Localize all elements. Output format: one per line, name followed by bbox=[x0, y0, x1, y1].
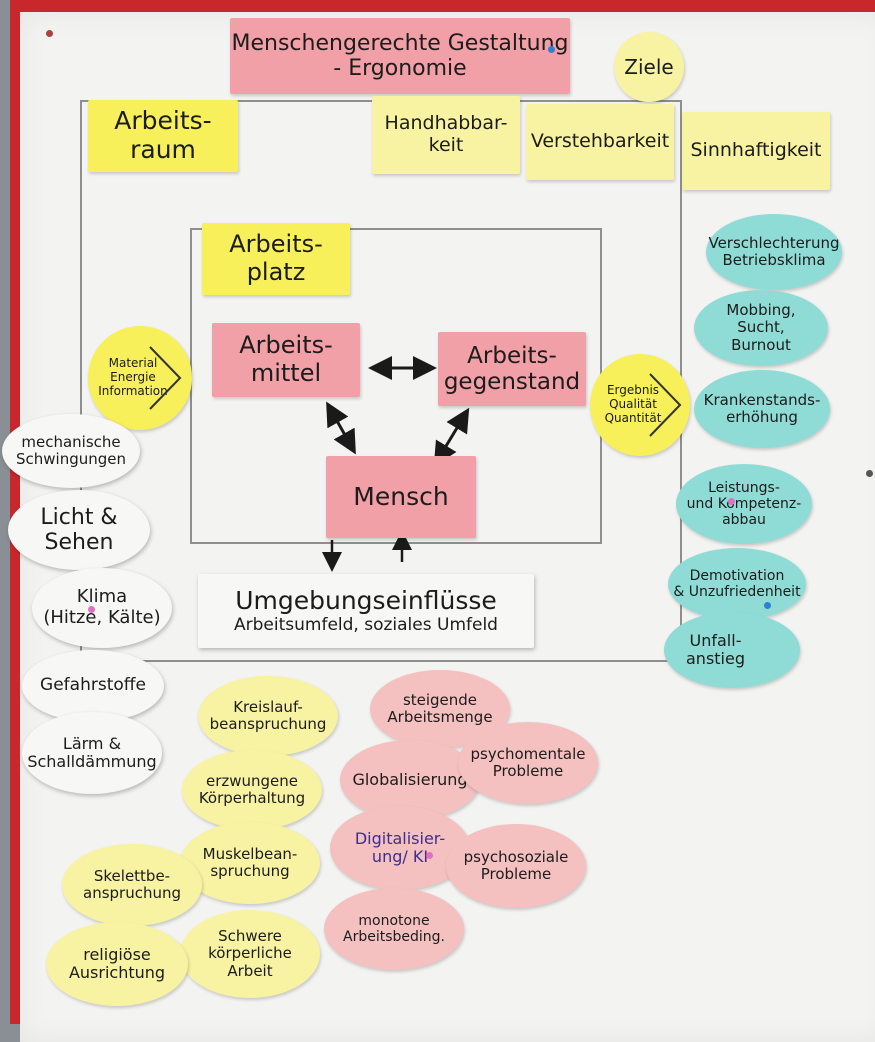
factor-laerm: Lärm & Schalldämmung bbox=[22, 712, 162, 794]
strain-koerperhaltung: erzwungene Körperhaltung bbox=[182, 750, 322, 830]
input-label: Material Energie Information bbox=[98, 356, 168, 398]
consequence-demotivation: Demotivation & Unzufriedenheit bbox=[668, 548, 806, 620]
pin-icon bbox=[764, 602, 771, 609]
strain-skelett: Skelettbe- anspruchung bbox=[62, 844, 202, 926]
output-circle: Ergebnis Qualität Quantität bbox=[590, 354, 690, 456]
environment-note: Umgebungseinflüsse Arbeitsumfeld, sozial… bbox=[198, 574, 534, 648]
consequence-betriebsklima: Verschlechterung Betriebsklima bbox=[706, 214, 842, 290]
factor-licht: Licht & Sehen bbox=[8, 490, 150, 570]
output-label: Ergebnis Qualität Quantität bbox=[604, 383, 662, 425]
tool-note: Arbeits- mittel bbox=[212, 323, 360, 397]
pin-icon bbox=[866, 470, 873, 477]
object-note: Arbeits- gegenstand bbox=[438, 332, 586, 406]
workplace-note: Arbeits- platz bbox=[202, 223, 350, 295]
factor-klima: Klima (Hitze, Kälte) bbox=[32, 568, 172, 648]
arrow-object-human bbox=[433, 407, 470, 467]
input-arrow-icon bbox=[149, 346, 182, 410]
strain-schwere-arbeit: Schwere körperliche Arbeit bbox=[180, 910, 320, 998]
consequence-mobbing: Mobbing, Sucht, Burnout bbox=[694, 290, 828, 366]
goal-sinnhaftigkeit: Sinnhaftigkeit bbox=[682, 112, 830, 190]
workspace-note: Arbeits- raum bbox=[88, 100, 238, 172]
pin-icon bbox=[728, 498, 735, 505]
goals-label: Ziele bbox=[614, 32, 684, 102]
pin-icon bbox=[548, 46, 555, 53]
mental-monoton: monotone Arbeitsbeding. bbox=[324, 888, 464, 970]
factor-schwingungen: mechanische Schwingungen bbox=[2, 414, 140, 488]
pin-icon bbox=[46, 30, 53, 37]
consequence-unfallanstieg: Unfall- anstieg bbox=[664, 612, 800, 688]
environment-title: Umgebungseinflüsse bbox=[235, 585, 497, 615]
arrow-tool-human bbox=[326, 401, 356, 455]
input-circle: Material Energie Information bbox=[88, 326, 192, 430]
factor-gefahrstoffe: Gefahrstoffe bbox=[22, 650, 164, 722]
strain-muskel: Muskelbean- spruchung bbox=[180, 822, 320, 904]
consequence-leistungsabbau: Leistungs- und Kompetenz- abbau bbox=[676, 464, 812, 544]
output-arrow-icon bbox=[649, 373, 682, 437]
mental-psychomental: psychomentale Probleme bbox=[458, 722, 598, 804]
pin-icon bbox=[426, 852, 433, 859]
goal-handhabbarkeit: Handhabbar- keit bbox=[372, 96, 520, 174]
environment-subtitle: Arbeitsumfeld, soziales Umfeld bbox=[234, 614, 498, 635]
title-note: Menschengerechte Gestaltung - Ergonomie bbox=[230, 18, 570, 94]
pin-icon bbox=[88, 606, 95, 613]
consequence-krankenstand: Krankenstands- erhöhung bbox=[694, 370, 830, 448]
strain-kreislauf: Kreislauf- beanspruchung bbox=[198, 676, 338, 756]
mental-digitalisierung: Digitalisier- ung/ KI bbox=[330, 806, 470, 890]
strain-religioese: religiöse Ausrichtung bbox=[46, 922, 188, 1006]
human-note: Mensch bbox=[326, 456, 476, 538]
goal-verstehbarkeit: Verstehbarkeit bbox=[526, 104, 674, 180]
mental-psychosozial: psychosoziale Probleme bbox=[446, 824, 586, 908]
